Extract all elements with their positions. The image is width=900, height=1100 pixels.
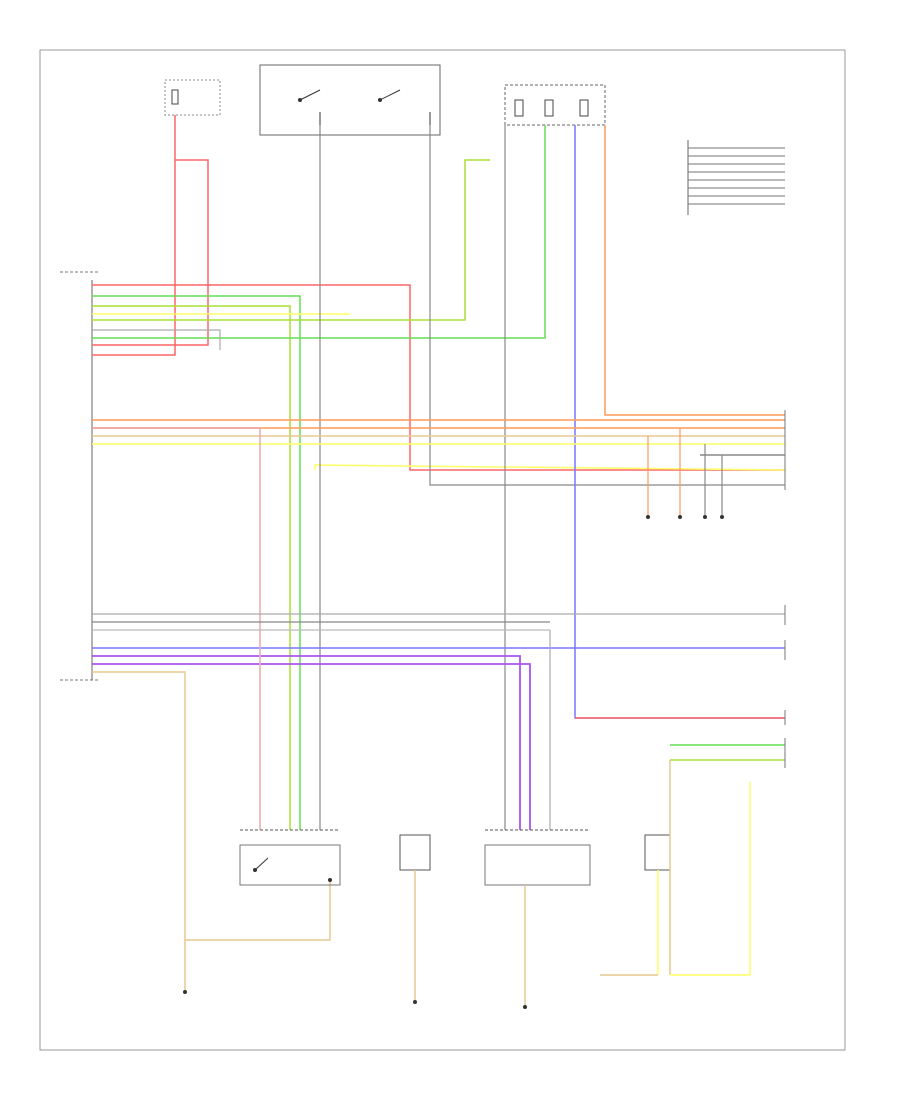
- ground-points-middle-right: [646, 428, 724, 519]
- wire-violet-2: [92, 663, 531, 830]
- ignition-switch: [259, 64, 441, 136]
- switch-bottom-right: [600, 744, 785, 976]
- wire-yellow-2: [314, 464, 786, 471]
- wire-red-top: [92, 115, 785, 471]
- fuse-block-top-left: [164, 79, 221, 116]
- wire-green-4: [92, 159, 490, 321]
- ground-symbols-bottom: [183, 878, 332, 994]
- wire-green-group: [92, 125, 546, 830]
- fuse-relay-box-top: [504, 84, 606, 126]
- switch-bottom-left: [239, 829, 341, 886]
- switch-bottom-center: [484, 829, 591, 1009]
- wire-green-3: [92, 125, 546, 339]
- wire-violet-1: [92, 655, 521, 830]
- wire-red-3: [92, 284, 785, 471]
- wire-tan-bottom: [92, 671, 331, 990]
- wire-gray-2: [429, 125, 785, 486]
- wire-blue-group: [92, 125, 785, 719]
- wire-red-1: [92, 115, 176, 356]
- wire-orange-long: [604, 125, 785, 416]
- relay-bottom-middle: [399, 834, 431, 1004]
- fuse-block-top-right: [687, 140, 785, 215]
- lower-harness: [92, 613, 785, 830]
- diagram-border: [39, 49, 846, 1051]
- wire-red-2: [92, 159, 209, 346]
- left-control-unit: [60, 271, 100, 681]
- wire-gray-4: [92, 329, 221, 350]
- wire-violet-group: [92, 655, 531, 830]
- wire-gray-group: [92, 125, 785, 830]
- middle-harness: [92, 419, 785, 830]
- wire-green-1: [92, 295, 301, 830]
- wire-blue-1: [574, 125, 785, 719]
- wire-yellow-group: [92, 313, 786, 471]
